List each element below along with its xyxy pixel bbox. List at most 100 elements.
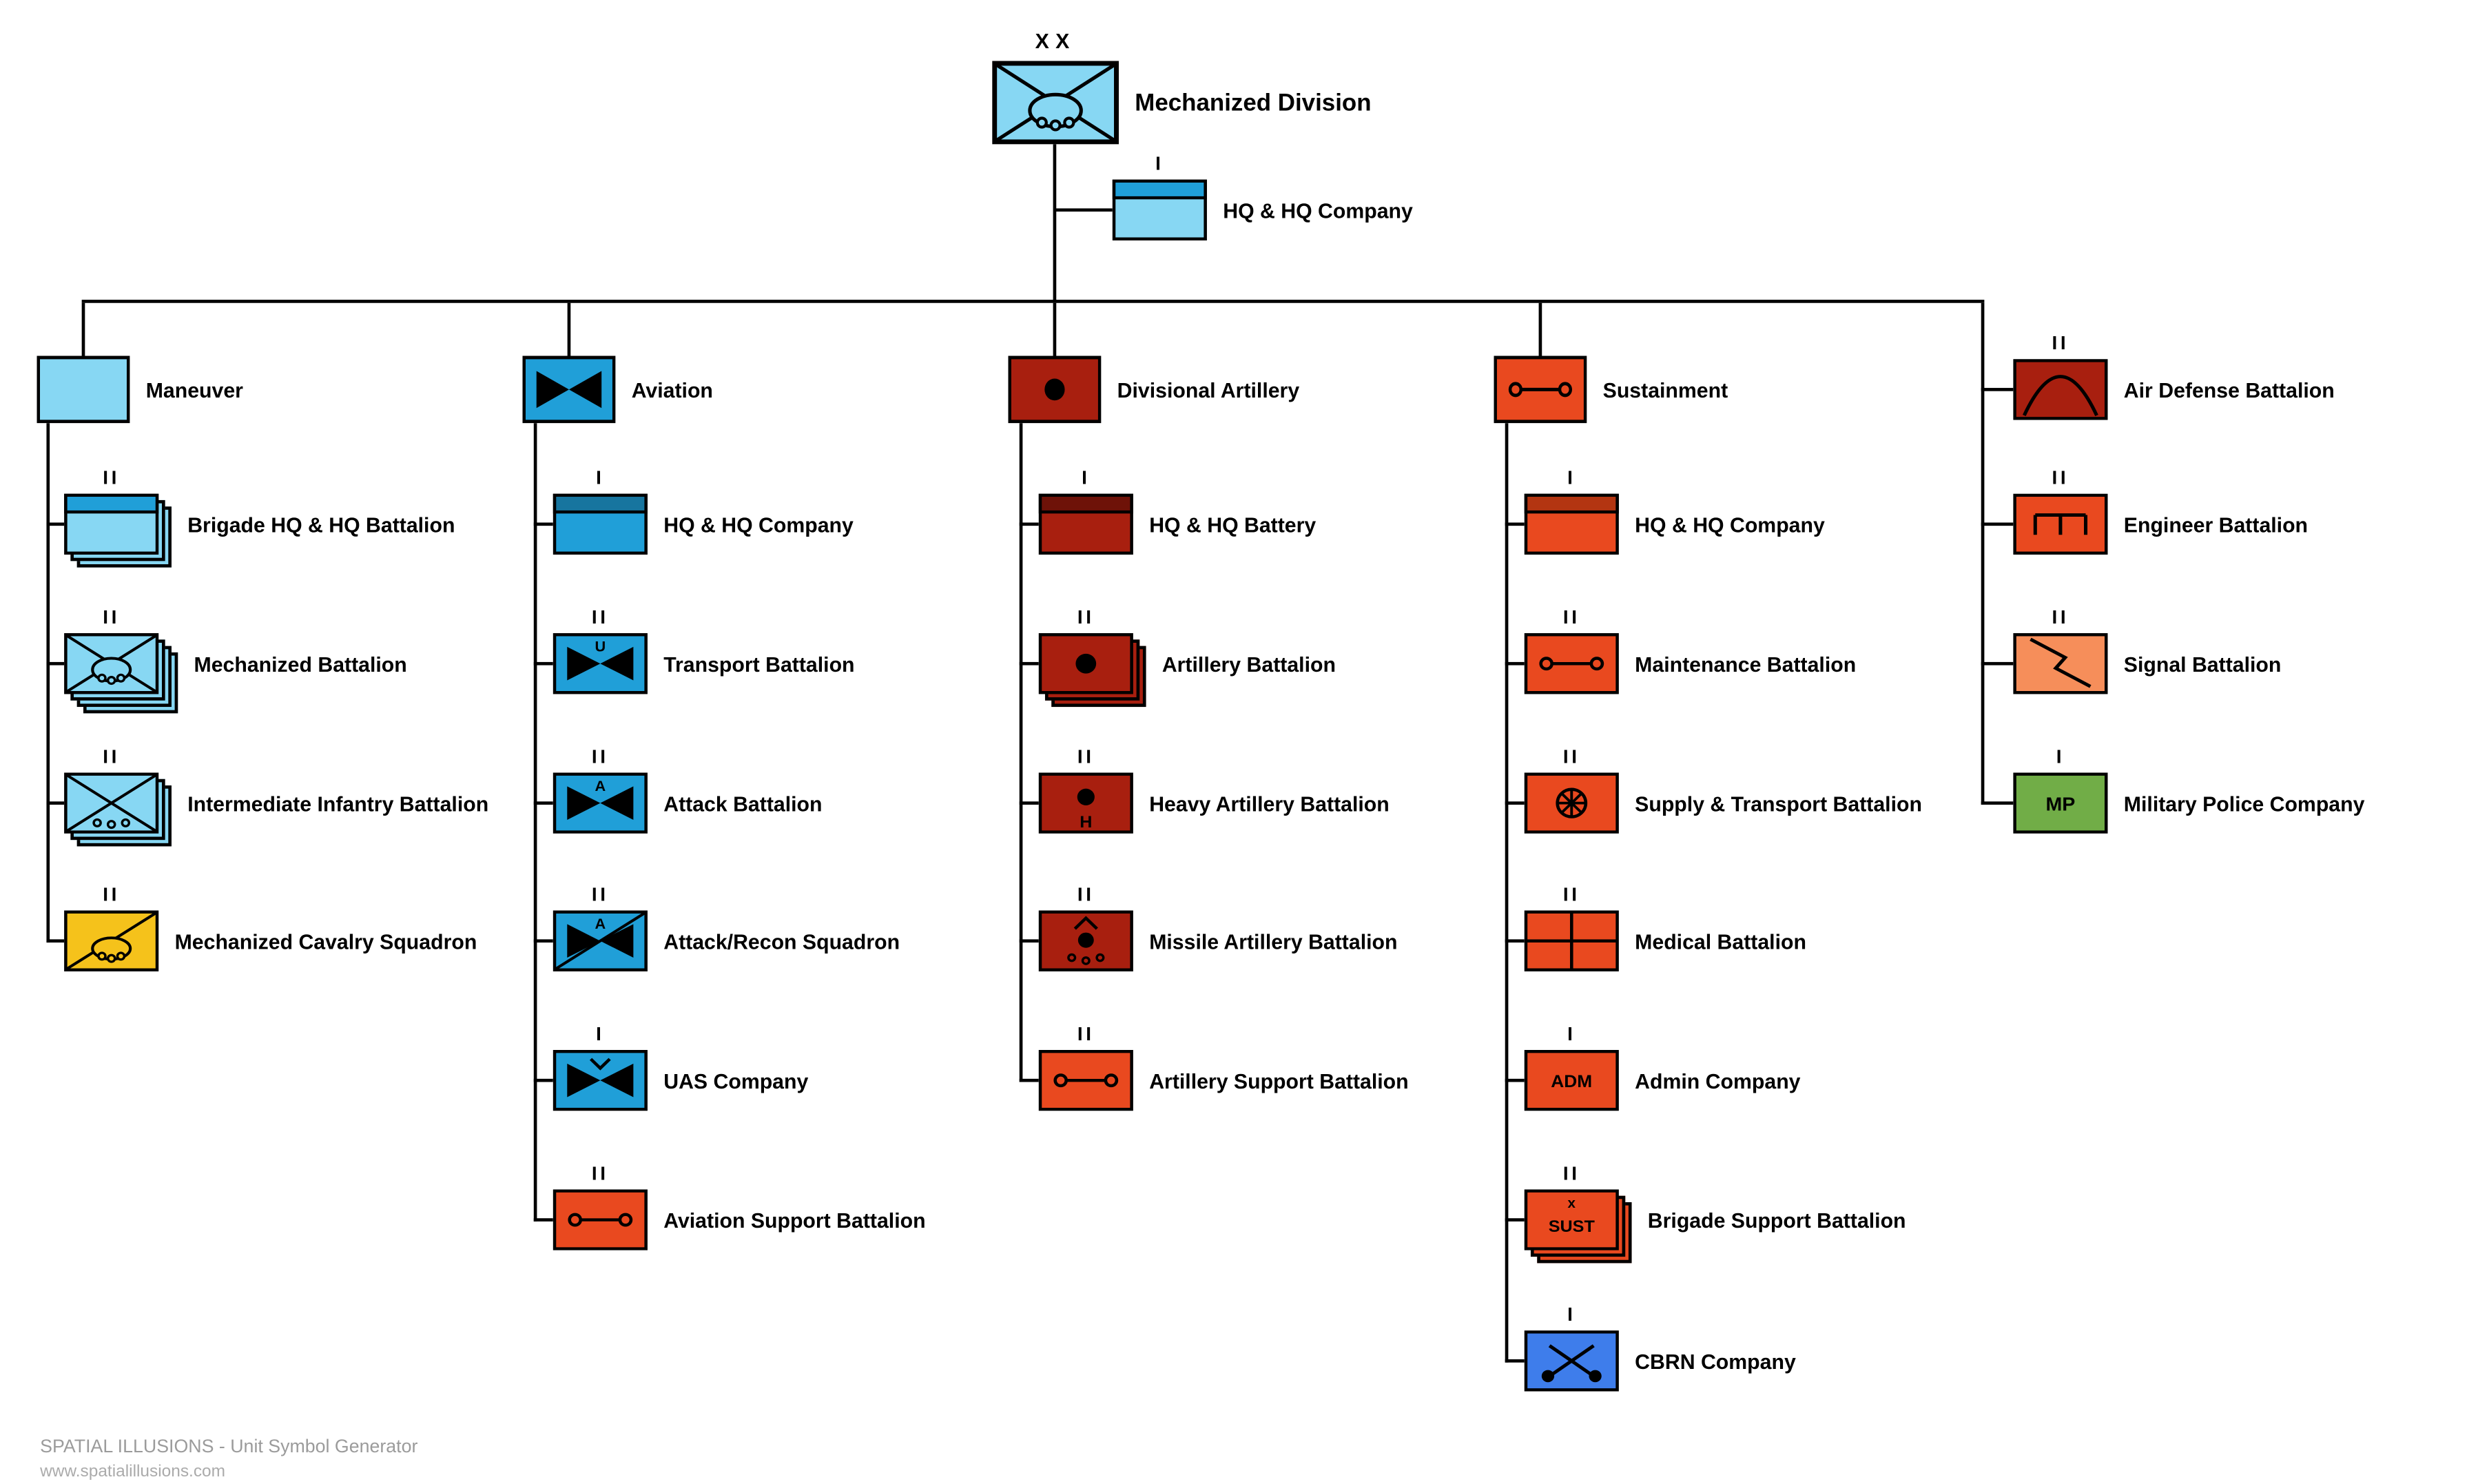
mechanized-infantry-icon xyxy=(992,61,1119,145)
unit-division-hq-company: I HQ & HQ Company xyxy=(1112,152,1413,240)
connector-line xyxy=(1019,661,1039,666)
artillery-icon xyxy=(1008,355,1102,424)
echelon-marker: I xyxy=(1155,152,1164,175)
unit-label: Heavy Artillery Battalion xyxy=(1149,791,1390,816)
unit-label: HQ & HQ Company xyxy=(663,512,854,537)
connector-line xyxy=(1505,801,1525,805)
unit-label: Brigade Support Battalion xyxy=(1647,1208,1906,1233)
unit-label: Mechanized Division xyxy=(1135,89,1372,116)
echelon-marker: I xyxy=(1567,466,1576,489)
attack-designator: A xyxy=(595,778,606,794)
sustainment-designator: SUST xyxy=(1549,1218,1595,1237)
connector-line xyxy=(1505,423,1509,1363)
echelon-marker: I xyxy=(1082,466,1091,489)
attack-recon-aviation-icon: A xyxy=(553,910,648,971)
maintenance-icon xyxy=(1524,633,1619,694)
connector-line xyxy=(1981,801,2014,805)
unit-label: UAS Company xyxy=(663,1068,809,1093)
unit-supply-transport-battalion: II Supply & Transport Battalion xyxy=(1524,745,1922,834)
connector-line xyxy=(1538,302,1542,356)
artillery-icon xyxy=(1038,633,1133,694)
unit-label: Artillery Battalion xyxy=(1161,651,1336,676)
footer-credit: SPATIAL ILLUSIONS - Unit Symbol Generato… xyxy=(40,1438,418,1457)
echelon-marker: II xyxy=(2052,606,2069,629)
echelon-marker: II xyxy=(103,466,121,489)
connector-line xyxy=(533,522,553,526)
medical-cross-icon xyxy=(1524,910,1619,971)
connector-line xyxy=(533,423,537,1222)
hq-unit-icon xyxy=(553,493,648,555)
echelon-marker: II xyxy=(1077,883,1095,906)
connector-line xyxy=(1505,661,1525,666)
heavy-artillery-icon: H xyxy=(1038,772,1133,834)
hq-unit-icon xyxy=(64,493,159,555)
echelon-marker: I xyxy=(1567,1303,1576,1326)
unit-label: Mechanized Cavalry Squadron xyxy=(174,929,477,954)
brigade-sustainment-icon: x SUST xyxy=(1524,1189,1619,1250)
utility-designator: U xyxy=(595,639,606,655)
connector-line xyxy=(533,939,553,943)
echelon-marker: II xyxy=(103,606,121,629)
connector-line xyxy=(1054,208,1113,212)
unit-artillery-hq-battery: I HQ & HQ Battery xyxy=(1038,466,1316,555)
unit-medical-battalion: II Medical Battalion xyxy=(1524,883,1806,971)
unit-label: CBRN Company xyxy=(1635,1348,1796,1373)
military-police-icon: MP xyxy=(2013,772,2108,834)
mp-designator: MP xyxy=(2045,794,2075,814)
unit-maintenance-battalion: II Maintenance Battalion xyxy=(1524,606,1856,694)
echelon-marker: II xyxy=(2052,466,2069,489)
connector-line xyxy=(533,1078,553,1082)
echelon-marker: II xyxy=(1077,1022,1095,1045)
branch-sustainment: Sustainment xyxy=(1494,355,1728,424)
unit-label: Mechanized Battalion xyxy=(194,651,407,676)
connector-line xyxy=(1019,1078,1039,1082)
connector-line xyxy=(46,939,65,943)
maneuver-icon xyxy=(37,355,130,424)
echelon-marker: II xyxy=(1077,745,1095,768)
admin-icon: ADM xyxy=(1524,1049,1619,1111)
unit-aviation-support-battalion: II Aviation Support Battalion xyxy=(553,1162,926,1250)
unit-label: Engineer Battalion xyxy=(2123,512,2309,537)
connector-line xyxy=(46,423,50,943)
connector-line xyxy=(1505,939,1525,943)
echelon-marker: II xyxy=(591,606,609,629)
mechanized-infantry-icon xyxy=(64,633,159,694)
echelon-marker: II xyxy=(1077,606,1095,629)
mechanized-cavalry-icon xyxy=(64,910,159,971)
missile-artillery-icon xyxy=(1038,910,1133,971)
echelon-marker: I xyxy=(2056,745,2065,768)
echelon-marker: II xyxy=(1562,606,1580,629)
hq-unit-icon xyxy=(1038,493,1133,555)
echelon-marker: II xyxy=(1562,1162,1580,1185)
uas-icon xyxy=(553,1049,648,1111)
connector-line xyxy=(1981,388,2014,391)
unit-label: Attack Battalion xyxy=(663,791,823,816)
engineer-bridge-icon xyxy=(2013,493,2108,555)
unit-cbrn-company: I CBRN Company xyxy=(1524,1303,1796,1392)
branch-aviation: Aviation xyxy=(522,355,713,424)
echelon-marker: II xyxy=(2052,331,2069,355)
branch-label: Divisional Artillery xyxy=(1117,377,1300,402)
unit-label: HQ & HQ Battery xyxy=(1149,512,1317,537)
unit-label: HQ & HQ Company xyxy=(1635,512,1825,537)
unit-air-defense-battalion: II Air Defense Battalion xyxy=(2013,332,2335,420)
connector-line xyxy=(81,300,1985,303)
connector-line xyxy=(1505,1359,1525,1363)
unit-mechanized-division: XX Mechanized Division xyxy=(992,29,1372,145)
unit-label: Supply & Transport Battalion xyxy=(1635,791,1922,816)
connector-line xyxy=(1053,302,1057,356)
motorized-infantry-icon xyxy=(64,772,159,834)
unit-transport-battalion: II U Transport Battalion xyxy=(553,606,855,694)
echelon-marker: II xyxy=(591,745,609,768)
admin-designator: ADM xyxy=(1551,1072,1592,1091)
attack-designator: A xyxy=(595,916,606,932)
echelon-marker: I xyxy=(596,466,605,489)
connector-line xyxy=(533,1218,553,1222)
unit-label: Admin Company xyxy=(1635,1068,1801,1093)
echelon-marker: II xyxy=(1562,745,1580,768)
unit-mechanized-cavalry-squadron: II Mechanized Cavalry Squadron xyxy=(64,883,477,971)
unit-military-police-company: I MP Military Police Company xyxy=(2013,745,2364,834)
hq-unit-icon xyxy=(1112,179,1207,240)
unit-label: Medical Battalion xyxy=(1635,929,1806,954)
